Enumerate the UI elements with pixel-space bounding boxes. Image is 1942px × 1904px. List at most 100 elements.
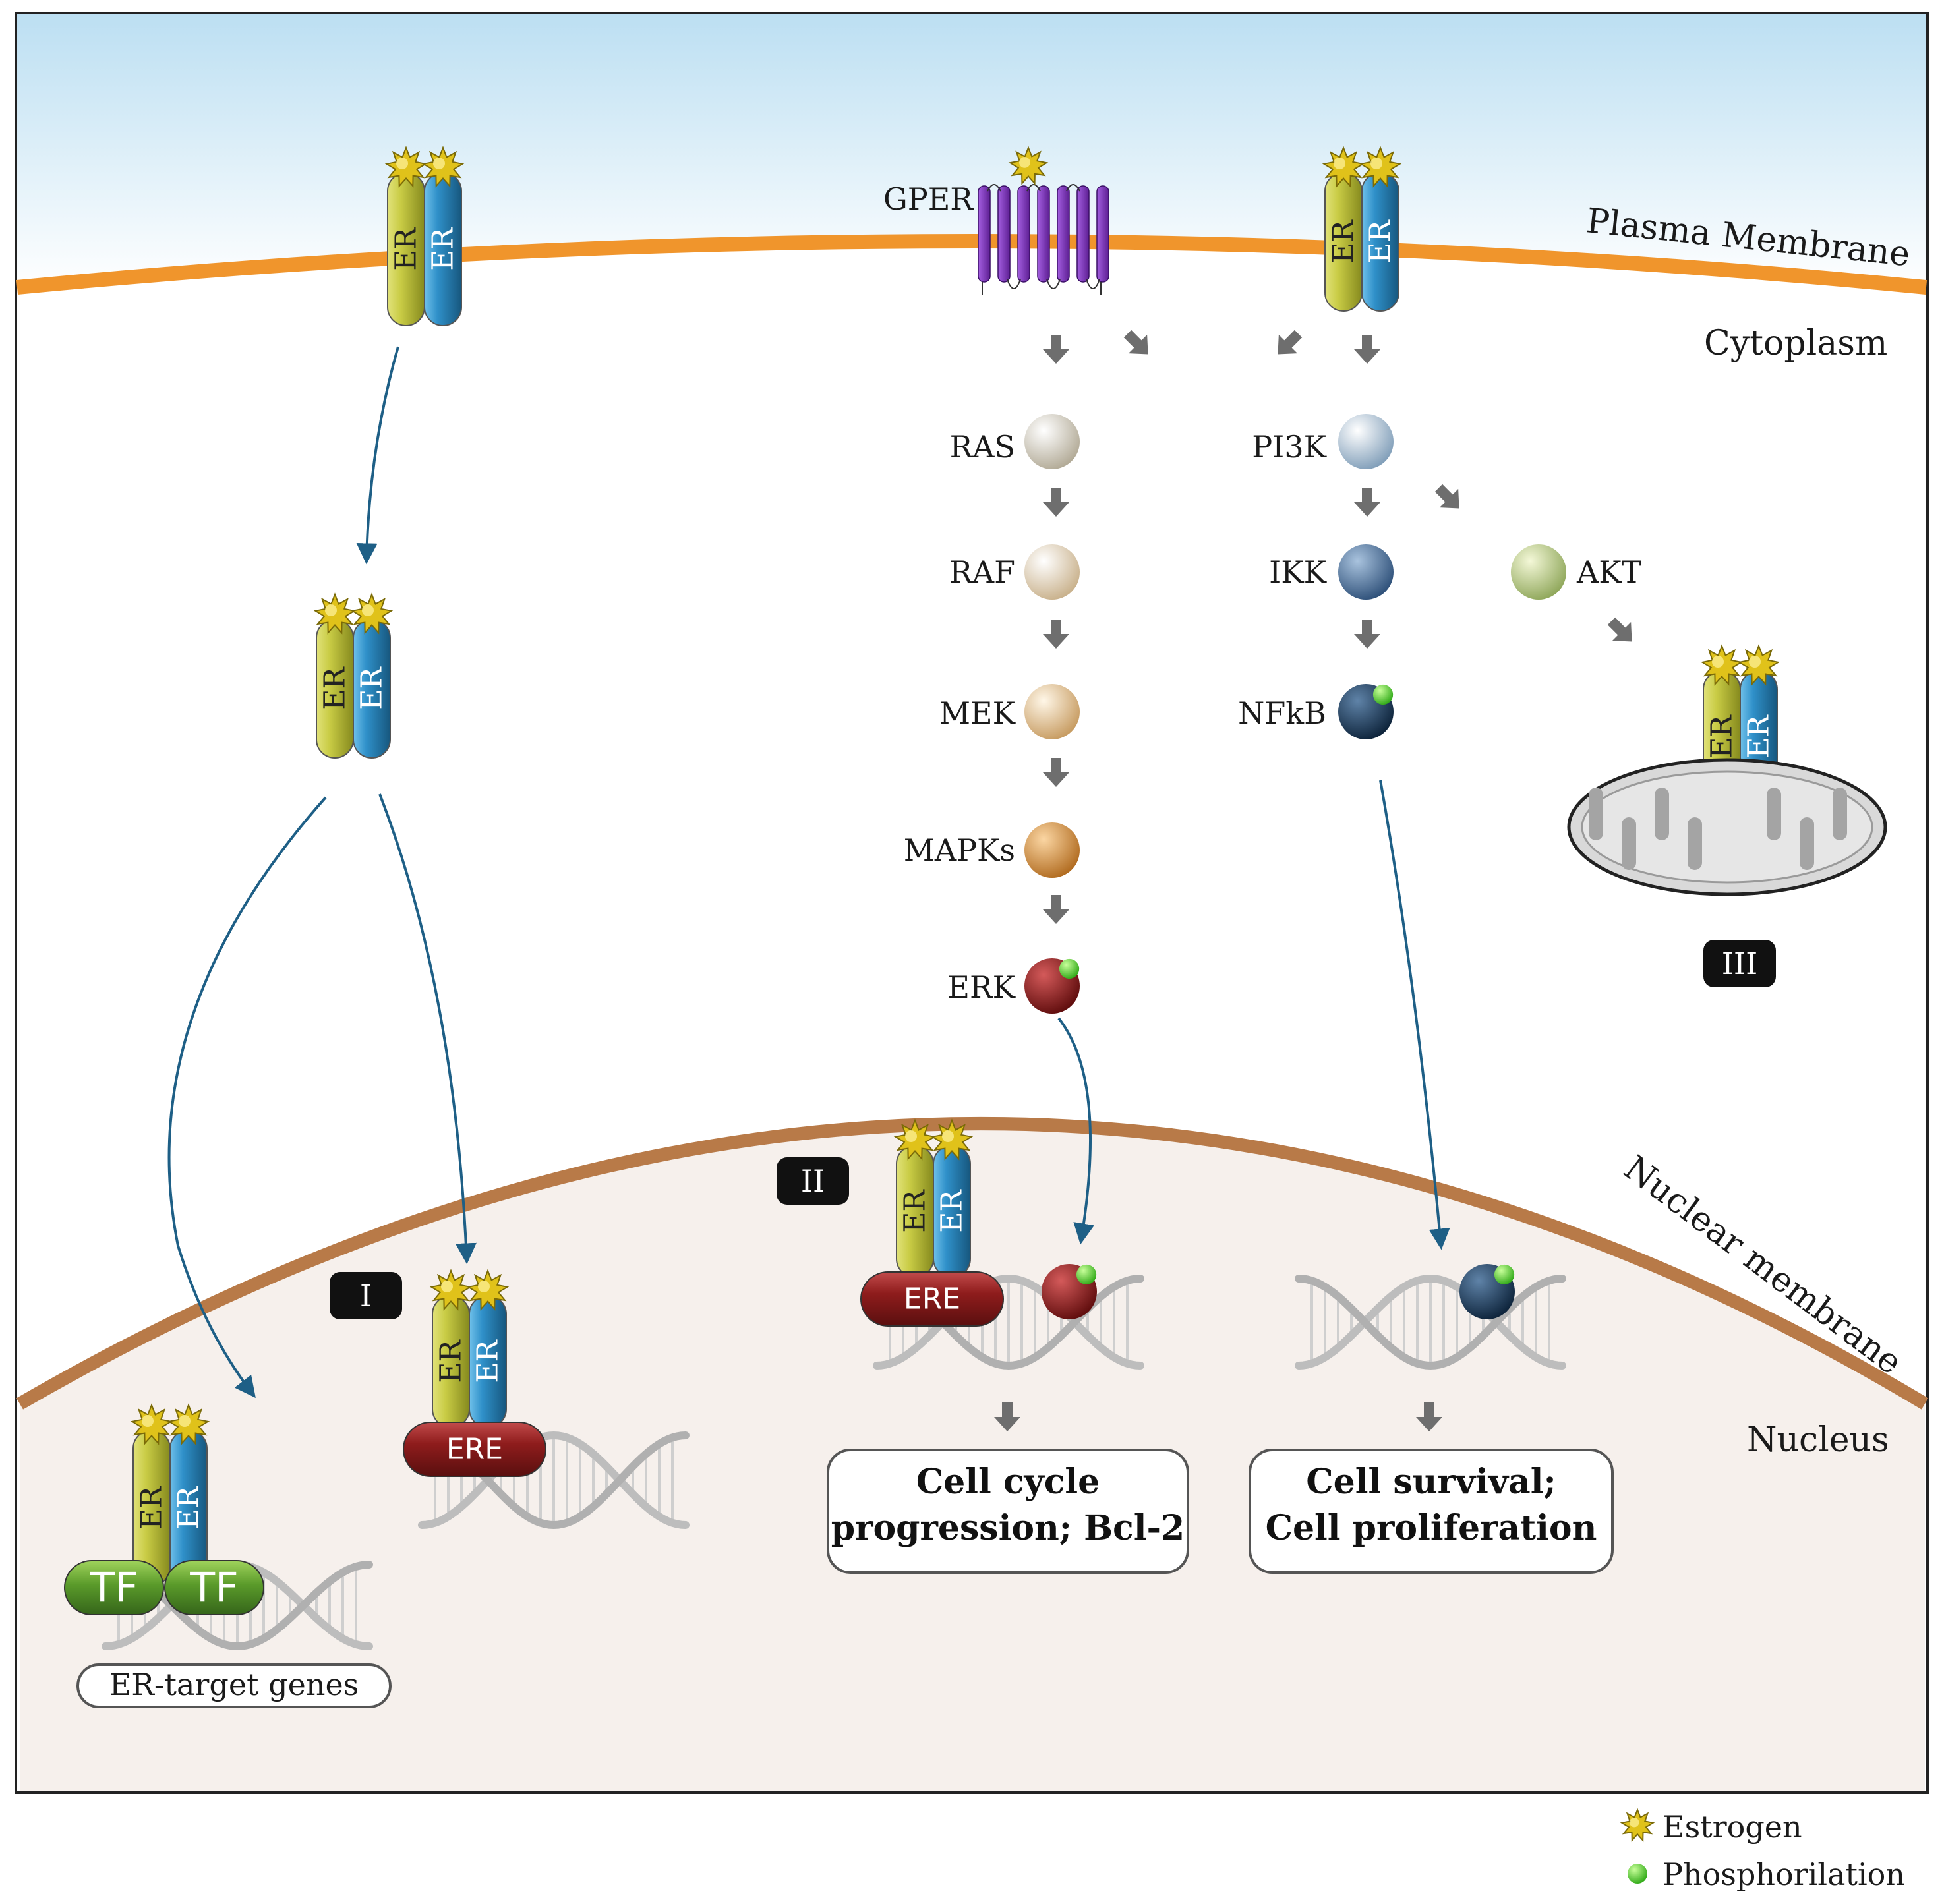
translocation-arrows (167, 346, 1450, 1399)
pathway-arrow (1043, 488, 1069, 517)
extracellular-region (17, 14, 1926, 290)
er-label: ER (355, 666, 389, 710)
pathway-arrow (1043, 335, 1069, 364)
erk-label: ERK (947, 969, 1016, 1005)
pathway-chip-i: I (330, 1272, 402, 1319)
pathway-arrow (1123, 330, 1148, 355)
pathway-arrow (1043, 895, 1069, 924)
estrogen-molecule-icon (893, 1118, 937, 1161)
pi3k-molecule (1338, 414, 1394, 469)
tf-factor: TF (64, 1560, 164, 1615)
nfkb-bound-molecule (1459, 1264, 1515, 1319)
signaling-molecules (1024, 414, 1566, 1014)
phosphate-group (1059, 958, 1080, 979)
pathway-arrow (994, 1402, 1020, 1431)
pathway-arrow (1354, 335, 1380, 364)
er-label: ER (1705, 714, 1739, 759)
tf-factor-label: TF (189, 1564, 239, 1612)
legend: Estrogen Phosphorilation (1620, 1808, 1905, 1892)
pathway-arrow (1043, 758, 1069, 787)
legend-phospho-label: Phosphorilation (1662, 1857, 1905, 1892)
estrogen-molecule-icon (466, 1269, 510, 1311)
arrow-erk-to-nucleus (1057, 1017, 1094, 1245)
svg-text:I: I (360, 1278, 372, 1313)
estrogen-molecule-icon (130, 1403, 173, 1445)
cell-survival-box (1249, 1449, 1614, 1574)
estrogen-molecule-icon (421, 146, 465, 188)
cell-survival-line1: Cell survival; (1306, 1462, 1556, 1502)
phosphate-group (1494, 1264, 1515, 1285)
estrogen-molecule-icon (167, 1403, 210, 1445)
phosphate-group (1076, 1264, 1097, 1285)
pathway-arrow (1278, 330, 1303, 355)
tf-factor-label: TF (89, 1564, 138, 1612)
svg-text:II: II (801, 1163, 825, 1199)
phosphorylation-icon (1628, 1864, 1647, 1884)
er-label: ER (935, 1189, 969, 1233)
er-target-genes-label: ER-target genes (109, 1667, 359, 1702)
ere-element: ERE (860, 1271, 1004, 1327)
er-label: ER (471, 1339, 505, 1383)
pathway-chip-ii: II (777, 1157, 849, 1205)
tf-factor: TF (164, 1560, 264, 1615)
cell-survival-line2: Cell proliferation (1266, 1508, 1597, 1548)
mitochondrion (1567, 758, 1887, 896)
er-label: ER (318, 666, 352, 710)
er-target-genes-box (76, 1663, 392, 1708)
er-label: ER (390, 227, 423, 271)
pathway-chip-iii: III (1703, 940, 1776, 987)
mek-molecule (1024, 684, 1080, 739)
estrogen-molecule-icon (350, 592, 394, 635)
er-label: ER (1327, 219, 1361, 264)
mek-label: MEK (939, 695, 1016, 731)
arrow-membrane-to-cytoplasm (356, 346, 399, 565)
er-label: ER (427, 227, 460, 271)
pathway-arrow (1043, 620, 1069, 649)
estrogen-molecule-icon (1359, 146, 1402, 188)
cell-cycle-line1: Cell cycle (916, 1462, 1100, 1502)
gper-label: GPER (883, 181, 974, 217)
pathway-arrow (1607, 617, 1632, 642)
akt-molecule (1511, 544, 1566, 600)
estrogen-molecule-icon (1737, 644, 1780, 686)
nfkb-molecule (1338, 684, 1394, 739)
estrogen-icon (1620, 1808, 1655, 1843)
akt-label: AKT (1576, 554, 1642, 590)
estrogen-molecule-icon (1008, 146, 1049, 185)
cell-cycle-box (827, 1449, 1189, 1574)
pathway-arrow (1416, 1402, 1442, 1431)
nucleus-label: Nucleus (1747, 1420, 1889, 1460)
cytoplasm-label: Cytoplasm (1704, 324, 1887, 363)
arrow-to-tf-tethering (167, 796, 327, 1399)
ikk-label: IKK (1269, 554, 1328, 590)
raf-label: RAF (949, 554, 1015, 590)
estrogen-molecule-icon (1700, 644, 1744, 686)
plasma-membrane (16, 234, 1927, 295)
ere-element-label: ERE (904, 1283, 960, 1316)
ere-element-label: ERE (446, 1433, 503, 1466)
estrogen-molecule-icon (930, 1118, 974, 1161)
raf-molecule (1024, 544, 1080, 600)
estrogen-molecule-icon (384, 146, 428, 188)
pathway-arrows (994, 330, 1632, 1431)
arrow-nfkb-to-nucleus (1379, 780, 1450, 1250)
pi3k-label: PI3K (1252, 429, 1327, 465)
er-label: ER (1742, 714, 1776, 759)
svg-text:III: III (1722, 946, 1758, 981)
estrogen-molecule-icon (429, 1269, 473, 1311)
ere-element: ERE (403, 1422, 546, 1477)
estrogen-molecule-icon (1322, 146, 1365, 188)
legend-estrogen-label: Estrogen (1662, 1809, 1802, 1845)
ras-molecule (1024, 414, 1080, 469)
mapks-molecule (1024, 822, 1080, 878)
cell-cycle-line2: progression; Bcl-2 (831, 1508, 1185, 1548)
